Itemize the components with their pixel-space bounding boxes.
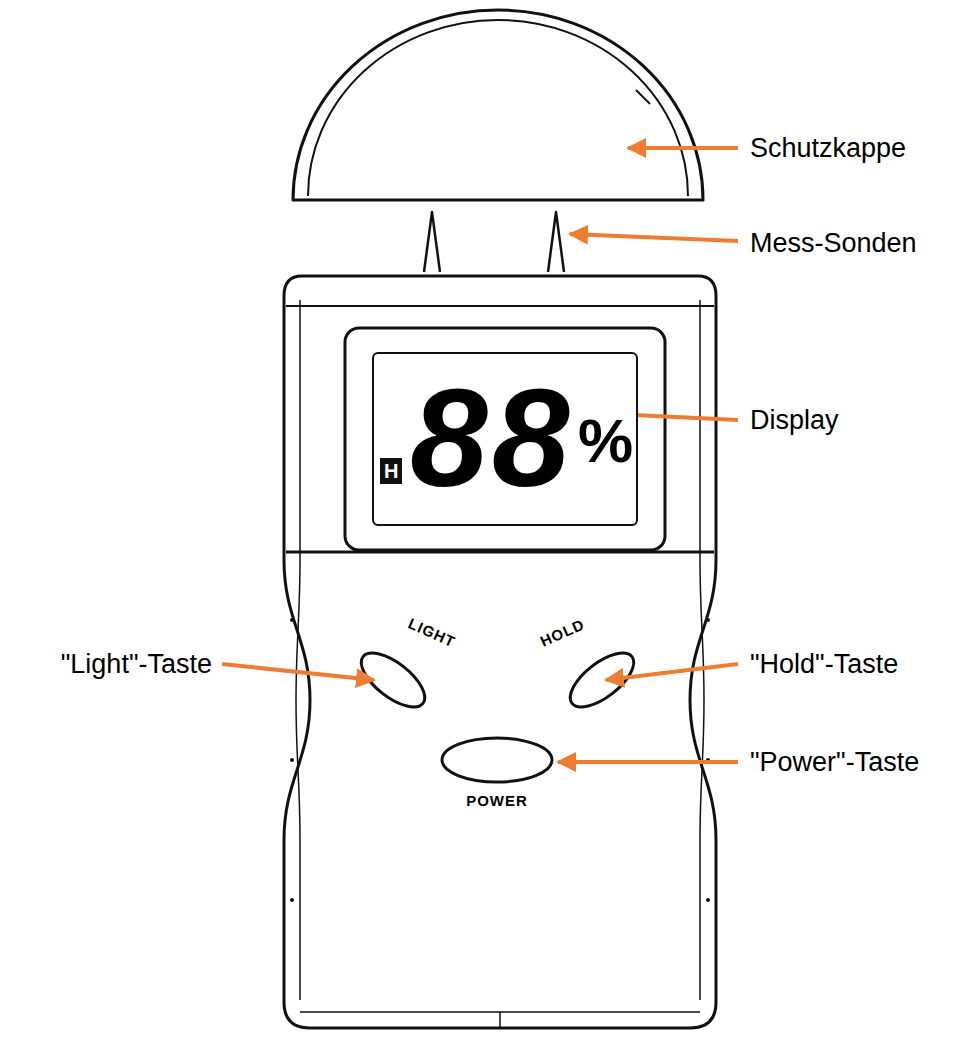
leader-arrow — [558, 760, 738, 764]
housing-band — [286, 305, 714, 307]
cap-inner — [308, 20, 688, 196]
power-button — [442, 738, 552, 782]
part-label: Display — [750, 407, 839, 434]
cap-outline — [293, 10, 703, 200]
percent-sign: % — [578, 410, 633, 472]
part-label: "Power"-Taste — [750, 749, 919, 776]
housing-base — [300, 1012, 700, 1028]
part-label: "Hold"-Taste — [750, 651, 898, 678]
lcd-digits: 88 — [410, 368, 574, 508]
button-print: POWER — [466, 793, 528, 808]
housing-grip — [296, 300, 704, 1000]
leader-arrow — [606, 664, 738, 680]
part-label: Schutzkappe — [750, 135, 906, 162]
display-frame — [345, 328, 665, 550]
leader-arrow — [570, 234, 738, 241]
cap-notch — [636, 90, 650, 104]
probe — [548, 212, 564, 272]
leader-arrow — [628, 146, 738, 150]
lcd-screen: H 88% — [372, 352, 638, 526]
housing — [284, 276, 716, 1028]
part-label: "Light"-Taste — [61, 651, 212, 678]
probe — [424, 212, 440, 272]
hold-indicator: H — [380, 458, 402, 484]
display-divider — [286, 551, 714, 554]
leader-arrow — [222, 664, 374, 680]
part-label: Mess-Sonden — [750, 230, 917, 257]
hold-button — [562, 643, 643, 717]
